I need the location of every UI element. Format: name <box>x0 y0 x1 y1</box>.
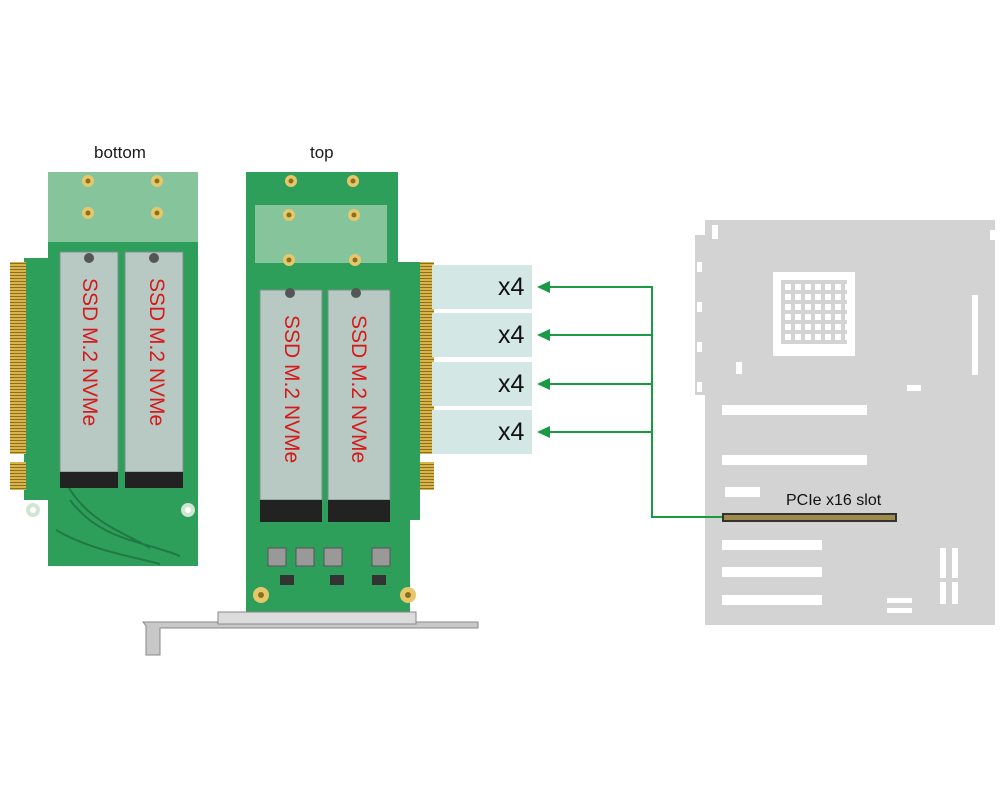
lane-band <box>432 362 532 406</box>
ssd-module-left <box>59 251 119 473</box>
card-bottom-view <box>10 172 198 566</box>
lane-label: x4 <box>498 370 525 398</box>
lane-arrows <box>545 286 722 518</box>
ssd-label-bottom-right: SSD M.2 NVMe <box>145 278 168 427</box>
card-top-view <box>142 172 479 656</box>
arrow-head-icon <box>537 281 550 438</box>
lane-label: x4 <box>498 418 525 446</box>
top-view-label: top <box>310 143 334 162</box>
lane-band <box>432 313 532 357</box>
ssd-module-top-left <box>259 289 323 501</box>
mount-hole-icon <box>26 175 195 517</box>
lane-label: x4 <box>498 321 525 349</box>
ssd-module-top-right <box>327 289 391 501</box>
mounting-bracket <box>142 611 479 656</box>
ssd-module-right <box>124 251 184 473</box>
power-components <box>267 547 391 585</box>
cpu-grid <box>781 280 847 344</box>
ssd-label-top-right: SSD M.2 NVMe <box>347 315 370 464</box>
pcie-edge-connector-top <box>420 262 434 454</box>
bottom-view-label: bottom <box>94 143 146 162</box>
ssd-label-top-left: SSD M.2 NVMe <box>280 315 303 464</box>
motherboard <box>695 220 995 625</box>
lane-band <box>432 265 532 309</box>
m2-socket <box>60 472 118 488</box>
ssd-label-bottom-left: SSD M.2 NVMe <box>78 278 101 427</box>
pcie-slot-label: PCIe x16 slot <box>786 492 882 509</box>
lane-band <box>432 410 532 454</box>
pcie-edge-connector <box>10 262 26 454</box>
lane-label: x4 <box>498 273 525 301</box>
